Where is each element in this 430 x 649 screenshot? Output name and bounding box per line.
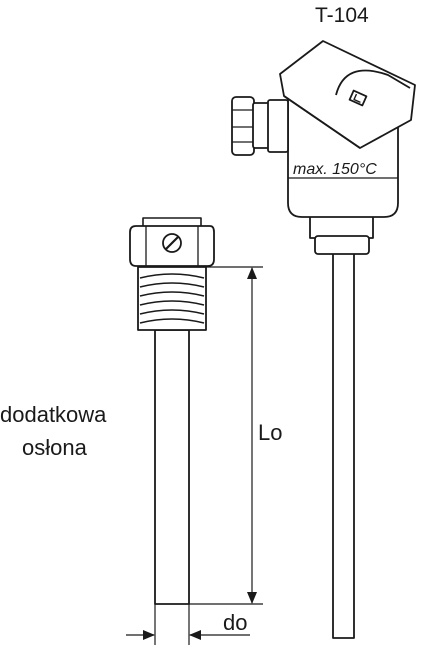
sensor-neck (309, 215, 374, 239)
dimension-lo (189, 266, 263, 605)
sensor-cable-gland-ring (267, 99, 289, 153)
thermowell-tube (154, 329, 190, 605)
dimension-lo-label: Lo (258, 420, 282, 445)
sensor-lid-dome (335, 69, 411, 96)
thermowell (129, 217, 215, 605)
sensor-max-temp-label: max. 150°C (293, 161, 377, 178)
sensor-cable-gland-body (252, 102, 270, 149)
thermowell-thread-lines (139, 273, 205, 324)
dimension-do (126, 604, 250, 645)
sensor-t104 (231, 40, 416, 639)
sensor-lower-nut (314, 235, 370, 255)
sensor-lid-mark (348, 89, 368, 107)
thermowell-label-line1: dodatkowa (0, 402, 107, 427)
sensor-model-label: T-104 (315, 4, 369, 27)
sensor-probe-rod (332, 251, 355, 639)
sensor-cable-gland-nut (231, 96, 255, 156)
dimension-do-label: do (223, 610, 247, 635)
thermowell-label-line2: osłona (22, 435, 88, 460)
